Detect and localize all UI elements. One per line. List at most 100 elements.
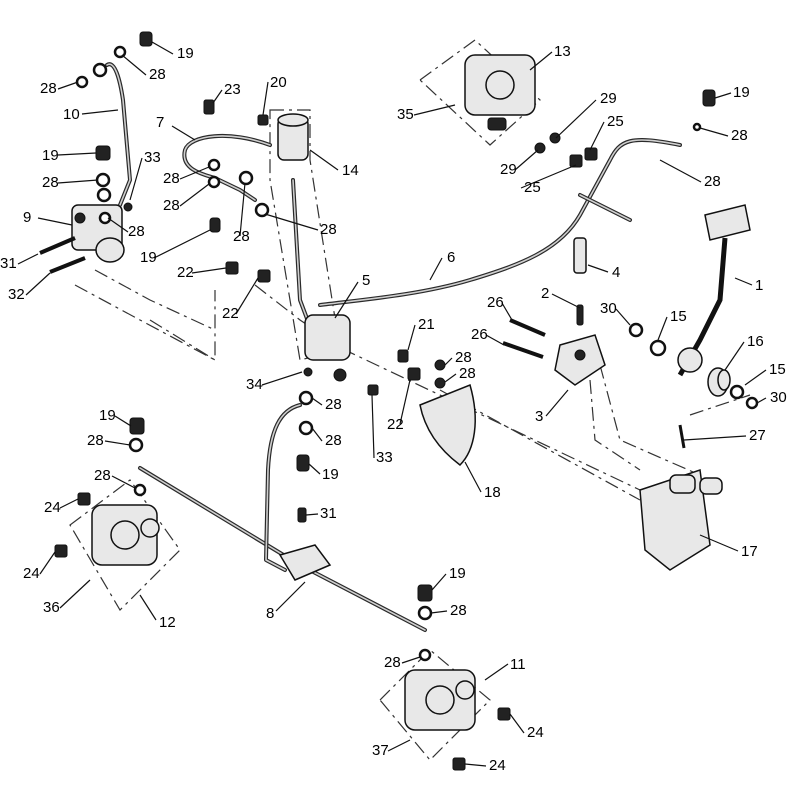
leader-line	[734, 277, 753, 286]
callout-24: 24	[44, 499, 61, 516]
bolt-21	[397, 349, 409, 363]
leader-line	[114, 415, 132, 427]
leader-line	[111, 475, 136, 489]
leader-line	[235, 277, 259, 315]
callout-28: 28	[94, 467, 111, 484]
leader-line	[659, 159, 702, 183]
leader-line	[261, 371, 303, 386]
bolt-19-d	[209, 217, 221, 233]
screw-20	[257, 114, 269, 126]
bolt-26-a	[509, 318, 546, 337]
callout-31: 30	[770, 389, 787, 406]
pin-2	[576, 304, 584, 326]
leader-line	[484, 663, 509, 681]
callout-30: 29	[500, 161, 517, 178]
callout-19: 19	[322, 466, 339, 483]
callout-35: 33	[376, 449, 393, 466]
leader-line	[305, 513, 319, 516]
leader-line	[444, 357, 453, 366]
bracket-18	[419, 383, 476, 466]
leader-line	[683, 435, 747, 441]
leader-line	[657, 316, 668, 341]
leader-line	[139, 594, 157, 621]
bolt-22-a	[225, 261, 239, 275]
leader-line	[37, 217, 73, 226]
leader-line	[104, 440, 131, 446]
bracket-3	[554, 334, 606, 386]
assembly-guide-lines	[74, 269, 751, 501]
leader-line	[407, 324, 416, 351]
callout-19: 19	[733, 84, 750, 101]
callout-13: 13	[554, 43, 571, 60]
cotter-27	[678, 424, 686, 449]
bolt-19-a	[139, 31, 153, 47]
callout-28: 28	[384, 654, 401, 671]
callout-7: 7	[156, 114, 164, 131]
callout-34: 33	[144, 149, 161, 166]
bolt-25-a	[569, 154, 583, 168]
bolt-24-c	[497, 707, 511, 721]
nut-29-b	[434, 377, 446, 389]
leader-line	[311, 427, 323, 442]
callout-26: 26	[487, 294, 504, 311]
leader-line	[151, 41, 174, 55]
leader-line	[59, 498, 79, 509]
leader-line	[615, 308, 631, 326]
callout-24: 24	[527, 724, 544, 741]
bolt-24-a	[77, 492, 91, 506]
callout-36: 34	[246, 376, 263, 393]
callout-32: 31	[320, 505, 337, 522]
washer-28-f	[98, 211, 112, 225]
leader-line	[129, 157, 143, 201]
bolt-33-a	[39, 236, 76, 255]
leader-line	[401, 656, 421, 664]
leader-line	[59, 579, 91, 609]
leader-line	[334, 281, 359, 319]
bushing-15-b	[729, 384, 745, 400]
washer-28-q	[692, 122, 702, 132]
caliper-12	[91, 504, 160, 566]
leader-line	[444, 373, 457, 383]
washer-28-a	[75, 75, 89, 89]
leader-line	[179, 183, 210, 207]
leader-line	[514, 149, 539, 171]
bolt-22-b	[257, 269, 271, 283]
washer-28-k	[298, 390, 314, 406]
callout-15: 15	[670, 308, 687, 325]
callout-5: 5	[362, 272, 370, 289]
leader-line	[309, 149, 339, 171]
leader-line	[264, 213, 319, 231]
plug-34	[123, 202, 133, 212]
leader-line	[171, 125, 196, 141]
callout-37: 37	[372, 742, 389, 759]
callout-28: 28	[325, 432, 342, 449]
bolt-25-b	[584, 147, 598, 161]
leader-line	[429, 257, 443, 281]
washer-28-m	[128, 437, 144, 453]
callout-18: 18	[484, 484, 501, 501]
callout-1: 1	[755, 277, 763, 294]
leader-line	[371, 394, 375, 459]
nut-29-a	[434, 359, 446, 371]
leader-line	[464, 763, 487, 767]
callout-25: 25	[607, 113, 624, 130]
leader-line	[275, 581, 306, 612]
bolt-24-d	[452, 757, 466, 771]
leader-line	[121, 54, 147, 76]
washer-28-g	[207, 158, 221, 172]
leader-line	[501, 302, 513, 321]
leader-line	[551, 293, 581, 309]
callout-27: 27	[749, 427, 766, 444]
callout-28: 28	[320, 221, 337, 238]
screw-35	[367, 384, 379, 396]
callout-37: 36	[43, 599, 60, 616]
washer-28-i	[238, 170, 254, 186]
washer-30-b	[549, 132, 561, 144]
callout-22: 22	[177, 264, 194, 281]
leader-line	[39, 551, 56, 575]
washer-28-l	[298, 420, 314, 436]
callout-28: 28	[233, 228, 250, 245]
leader-line	[262, 81, 269, 116]
return-spring	[707, 367, 731, 397]
